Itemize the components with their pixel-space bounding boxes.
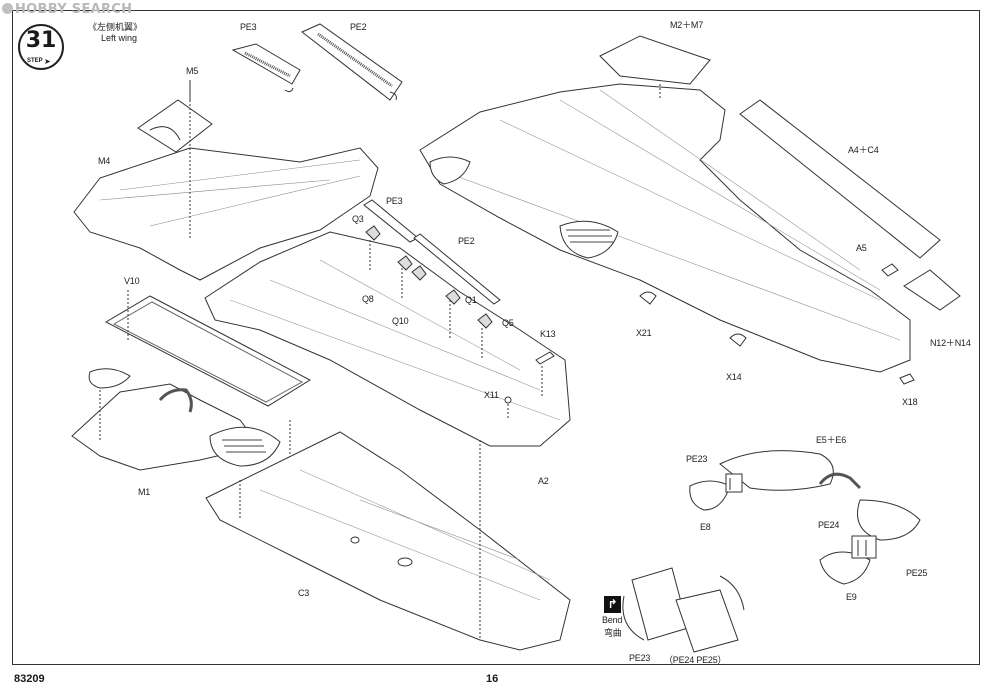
q-parts <box>366 226 492 328</box>
step-number: 31 <box>25 28 57 53</box>
label-q5: Q5 <box>502 318 514 328</box>
label-pe24pe25: （PE24 PE25） <box>664 655 727 665</box>
pe23-bend-illustration <box>623 568 744 652</box>
x11-part <box>505 397 511 403</box>
center-upper-part <box>205 232 570 446</box>
m1-duct-left <box>89 369 130 388</box>
page-number: 16 <box>486 673 499 685</box>
watermark: HOBBY SEARCH <box>2 2 132 17</box>
label-m2m7: M2＋M7 <box>670 20 704 30</box>
label-a2: A2 <box>538 476 549 486</box>
pe23-a-part <box>726 474 742 492</box>
label-pe3-mid: PE3 <box>386 196 403 206</box>
step-word: STEP <box>27 58 43 64</box>
title-cn: 《左侧机翼》 <box>88 22 143 32</box>
watermark-logo-icon <box>2 3 13 14</box>
x18-part <box>900 374 914 384</box>
label-x18: X18 <box>902 397 918 407</box>
label-pe2-top: PE2 <box>350 22 367 32</box>
label-q8: Q8 <box>362 294 374 304</box>
bend-label-cn: 弯曲 <box>604 628 622 638</box>
e8-part <box>690 481 730 510</box>
m4-part <box>74 148 378 280</box>
wing-assembled <box>420 84 910 372</box>
label-v10: V10 <box>124 276 140 286</box>
duct-lower <box>858 500 921 540</box>
bend-label-en: Bend <box>602 615 623 625</box>
x14-part <box>730 334 746 346</box>
product-code: 83209 <box>14 673 45 685</box>
label-pe23-a: PE23 <box>686 454 708 464</box>
label-a5: A5 <box>856 243 867 253</box>
label-k13: K13 <box>540 329 556 339</box>
pe2-mid-part <box>414 234 500 304</box>
label-a4c4: A4＋C4 <box>848 145 879 155</box>
a4c4-part <box>740 100 940 258</box>
v10-part <box>106 296 310 406</box>
m5-part <box>138 100 212 152</box>
label-q1: Q1 <box>465 295 477 305</box>
x21-part <box>640 292 656 304</box>
label-n12n14: N12＋N14 <box>930 338 971 348</box>
label-m4: M4 <box>98 156 111 166</box>
label-pe25: PE25 <box>906 568 928 578</box>
label-q3: Q3 <box>352 214 364 224</box>
m2m7-part <box>600 36 710 84</box>
rotate-arrow-icon <box>623 596 644 640</box>
label-c3: C3 <box>298 588 310 598</box>
e9-part <box>820 552 870 584</box>
instruction-frame <box>12 10 980 665</box>
label-m5: M5 <box>186 66 199 76</box>
label-pe23-b: PE23 <box>629 653 651 663</box>
step-arrow-icon: ➤ <box>44 57 51 66</box>
label-pe2-mid: PE2 <box>458 236 475 246</box>
pe24-part <box>852 536 876 558</box>
label-pe24: PE24 <box>818 520 840 530</box>
k13-part <box>536 352 554 364</box>
c3-part <box>206 432 570 650</box>
e5e6-part <box>720 451 833 491</box>
m1-duct-right <box>210 427 280 466</box>
label-pe3-top: PE3 <box>240 22 257 32</box>
title-en: Left wing <box>101 33 138 43</box>
pe3-top-part <box>233 44 300 92</box>
label-x14: X14 <box>726 372 742 382</box>
pe2-top-part <box>302 24 402 100</box>
label-e9: E9 <box>846 592 857 602</box>
step-badge-icon: 31 STEP ➤ <box>18 24 64 70</box>
label-e5e6: E5＋E6 <box>816 435 847 445</box>
n12n14-part <box>904 270 960 310</box>
bend-icon: ↱ <box>604 596 621 613</box>
label-x21: X21 <box>636 328 652 338</box>
label-x11: X11 <box>484 390 499 400</box>
label-q10: Q10 <box>392 316 409 326</box>
a5-part <box>882 264 898 276</box>
label-m1: M1 <box>138 487 151 497</box>
label-e8: E8 <box>700 522 711 532</box>
